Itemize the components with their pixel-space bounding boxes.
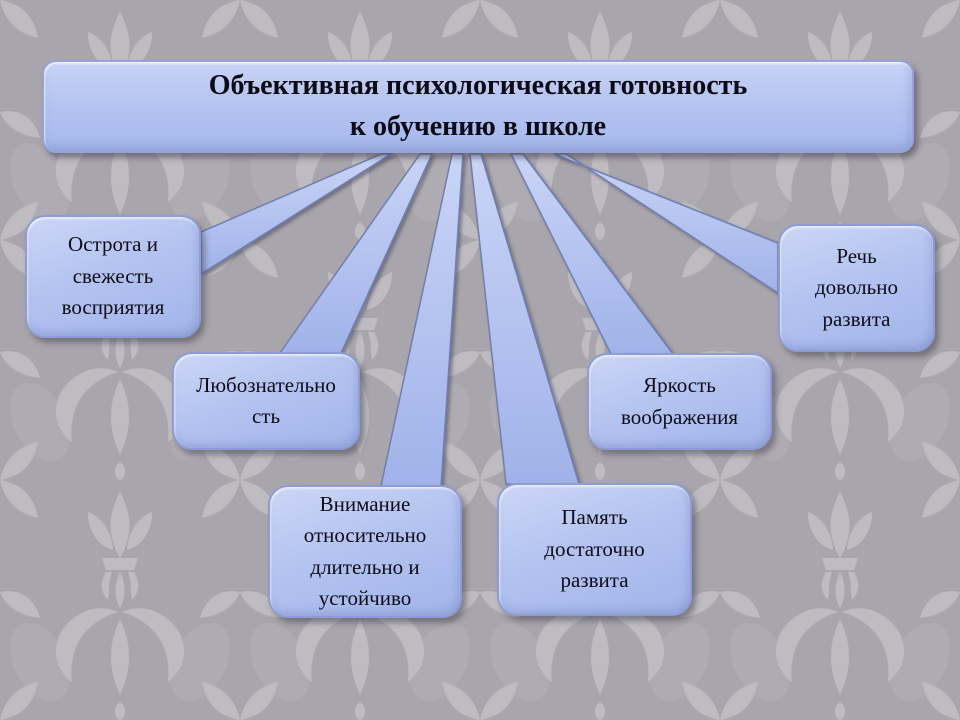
node-rech-dovolno-razvita: Речь довольно развита bbox=[778, 224, 935, 352]
slide-title: Объективная психологическая готовность к… bbox=[42, 60, 914, 153]
node-lyuboznatelnost: Любознательно сть bbox=[172, 352, 360, 450]
node-yarkost-voobrazheniya: Яркость воображения bbox=[587, 353, 772, 450]
node-vnimanie-dlitelno-ustoychivo: Внимание относительно длительно и устойч… bbox=[268, 485, 462, 618]
connector-beam-2 bbox=[278, 153, 434, 354]
connector-beam-4 bbox=[469, 153, 581, 485]
node-ostrota-svezhest-vospriyatiya: Острота и свежесть восприятия bbox=[25, 215, 201, 338]
node-pamyat-dostatochno-razvita: Память достаточно развита bbox=[497, 483, 692, 616]
connector-beam-1 bbox=[200, 153, 394, 276]
connector-beam-5 bbox=[509, 153, 675, 355]
